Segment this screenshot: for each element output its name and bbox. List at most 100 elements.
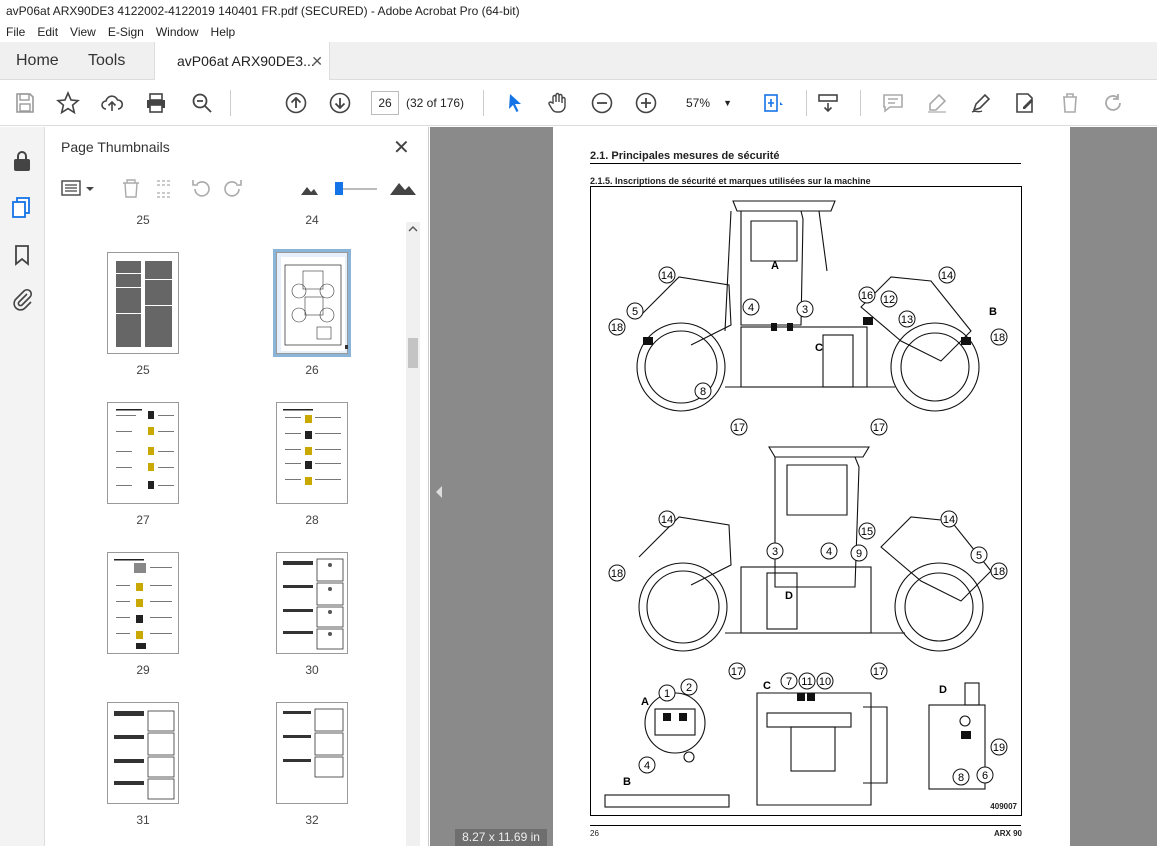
svg-text:3: 3 bbox=[802, 304, 808, 316]
thumbnail-page-28[interactable] bbox=[276, 402, 348, 504]
chevron-down-icon: ▼ bbox=[723, 98, 732, 108]
menu-edit[interactable]: Edit bbox=[37, 25, 59, 39]
figure-callout: 18 bbox=[990, 328, 1008, 346]
rotate-right-icon[interactable] bbox=[224, 180, 242, 197]
tab-document[interactable]: avP06at ARX90DE3... ✕ bbox=[154, 42, 330, 81]
print-icon[interactable] bbox=[144, 91, 168, 115]
svg-text:10: 10 bbox=[819, 676, 831, 688]
figure-callout: 3 bbox=[796, 300, 814, 318]
thumbnail-page-29[interactable] bbox=[107, 552, 179, 654]
svg-text:11: 11 bbox=[801, 676, 812, 688]
section-heading: 2.1. Principales mesures de sécurité bbox=[590, 150, 780, 162]
edit-pdf-icon[interactable] bbox=[1013, 91, 1037, 115]
extract-page-icon[interactable] bbox=[157, 180, 171, 198]
svg-text:1: 1 bbox=[664, 688, 670, 700]
figure-callout: 14 bbox=[938, 266, 956, 284]
thumbnail-scrollbar[interactable] bbox=[406, 222, 420, 846]
comment-icon[interactable] bbox=[881, 91, 905, 115]
delete-page-icon[interactable] bbox=[123, 179, 139, 198]
figure-callout: 11 bbox=[798, 672, 816, 690]
thumbnail-page-32[interactable] bbox=[276, 702, 348, 804]
figure-callout: 17 bbox=[870, 662, 888, 680]
options-menu-icon[interactable] bbox=[61, 180, 94, 196]
page-count: (32 of 176) bbox=[406, 96, 465, 110]
delete-icon[interactable] bbox=[1058, 91, 1082, 115]
thumbnail-label: 26 bbox=[305, 363, 319, 377]
svg-text:14: 14 bbox=[941, 270, 953, 282]
figure-callout: 6 bbox=[976, 766, 994, 784]
figure-callout: 3 bbox=[766, 542, 784, 560]
svg-text:7: 7 bbox=[786, 676, 792, 688]
lock-icon[interactable] bbox=[10, 149, 34, 173]
detail-b-label: B bbox=[623, 776, 631, 788]
svg-text:4: 4 bbox=[826, 546, 832, 558]
figure-callout: 7 bbox=[780, 672, 798, 690]
svg-text:18: 18 bbox=[611, 322, 623, 334]
zoom-out-icon[interactable] bbox=[590, 91, 614, 115]
page-number-input[interactable]: 26 bbox=[371, 91, 399, 115]
zoom-level-value: 57% bbox=[686, 96, 711, 110]
select-cursor-icon[interactable] bbox=[503, 91, 527, 115]
thumbnail-large-icon[interactable] bbox=[390, 183, 416, 195]
menu-bar: File Edit View E-Sign Window Help bbox=[0, 22, 1157, 42]
figure-callout: 18 bbox=[608, 564, 626, 582]
tab-home[interactable]: Home bbox=[16, 52, 59, 69]
thumbnail-page-31[interactable] bbox=[107, 702, 179, 804]
cloud-upload-icon[interactable] bbox=[100, 91, 124, 115]
detail-a-label: A bbox=[641, 696, 649, 708]
svg-text:17: 17 bbox=[731, 666, 743, 678]
previous-page-icon[interactable] bbox=[284, 91, 308, 115]
thumbnail-page-27[interactable] bbox=[107, 402, 179, 504]
zoom-level-select[interactable]: 57% ▼ bbox=[676, 91, 744, 115]
pdf-page: 2.1. Principales mesures de sécurité 2.1… bbox=[553, 127, 1070, 846]
scroll-mode-icon[interactable] bbox=[816, 91, 840, 115]
bookmark-icon[interactable] bbox=[10, 243, 34, 267]
menu-help[interactable]: Help bbox=[210, 25, 236, 39]
svg-text:6: 6 bbox=[982, 770, 988, 782]
tab-tools[interactable]: Tools bbox=[88, 52, 126, 69]
figure-letter-label: C bbox=[815, 342, 823, 354]
menu-window[interactable]: Window bbox=[155, 25, 199, 39]
svg-text:9: 9 bbox=[856, 548, 862, 560]
svg-text:17: 17 bbox=[873, 666, 885, 678]
close-tab-icon[interactable]: ✕ bbox=[311, 53, 323, 69]
menu-view[interactable]: View bbox=[70, 25, 96, 39]
thumbnail-page-30[interactable] bbox=[276, 552, 348, 654]
page-size-indicator: 8.27 x 11.69 in bbox=[455, 829, 547, 846]
menu-file[interactable]: File bbox=[6, 25, 26, 39]
thumbnail-label: 30 bbox=[305, 663, 319, 677]
save-icon[interactable] bbox=[13, 91, 37, 115]
zoom-in-icon[interactable] bbox=[634, 91, 658, 115]
svg-text:18: 18 bbox=[993, 566, 1005, 578]
thumbnail-small-icon[interactable] bbox=[301, 187, 318, 195]
hand-tool-icon[interactable] bbox=[546, 91, 570, 115]
highlight-icon[interactable] bbox=[925, 91, 949, 115]
draw-icon[interactable] bbox=[969, 91, 993, 115]
fit-page-icon[interactable] bbox=[760, 91, 784, 115]
figure-callout: 14 bbox=[658, 510, 676, 528]
thumbnail-page-26[interactable] bbox=[273, 249, 351, 357]
close-icon[interactable]: ✕ bbox=[393, 137, 410, 159]
thumbnail-page-25[interactable] bbox=[107, 252, 179, 354]
figure-callout: 5 bbox=[626, 302, 644, 320]
thumbnail-label: 32 bbox=[305, 813, 319, 827]
zoom-search-icon[interactable] bbox=[190, 91, 214, 115]
rotate-left-icon[interactable] bbox=[192, 180, 210, 197]
menu-esign[interactable]: E-Sign bbox=[107, 25, 144, 39]
collapse-panel-icon[interactable] bbox=[434, 484, 444, 500]
window-title: avP06at ARX90DE3 4122002-4122019 140401 … bbox=[0, 0, 1157, 22]
next-page-icon[interactable] bbox=[328, 91, 352, 115]
rotate-icon[interactable] bbox=[1101, 91, 1125, 115]
attachment-icon[interactable] bbox=[10, 287, 34, 311]
figure-callout: 9 bbox=[850, 544, 868, 562]
thumbnail-size-slider[interactable] bbox=[335, 182, 377, 195]
figure-id: 409007 bbox=[990, 802, 1017, 811]
figure-letter-label: D bbox=[785, 590, 793, 602]
scrollbar-thumb[interactable] bbox=[408, 338, 418, 368]
page-thumbnails-icon[interactable] bbox=[10, 195, 34, 219]
svg-text:2: 2 bbox=[686, 682, 692, 694]
svg-text:8: 8 bbox=[958, 772, 964, 784]
star-icon[interactable] bbox=[56, 90, 80, 115]
panel-toolbar bbox=[45, 171, 429, 207]
figure-callout: 12 bbox=[880, 290, 898, 308]
